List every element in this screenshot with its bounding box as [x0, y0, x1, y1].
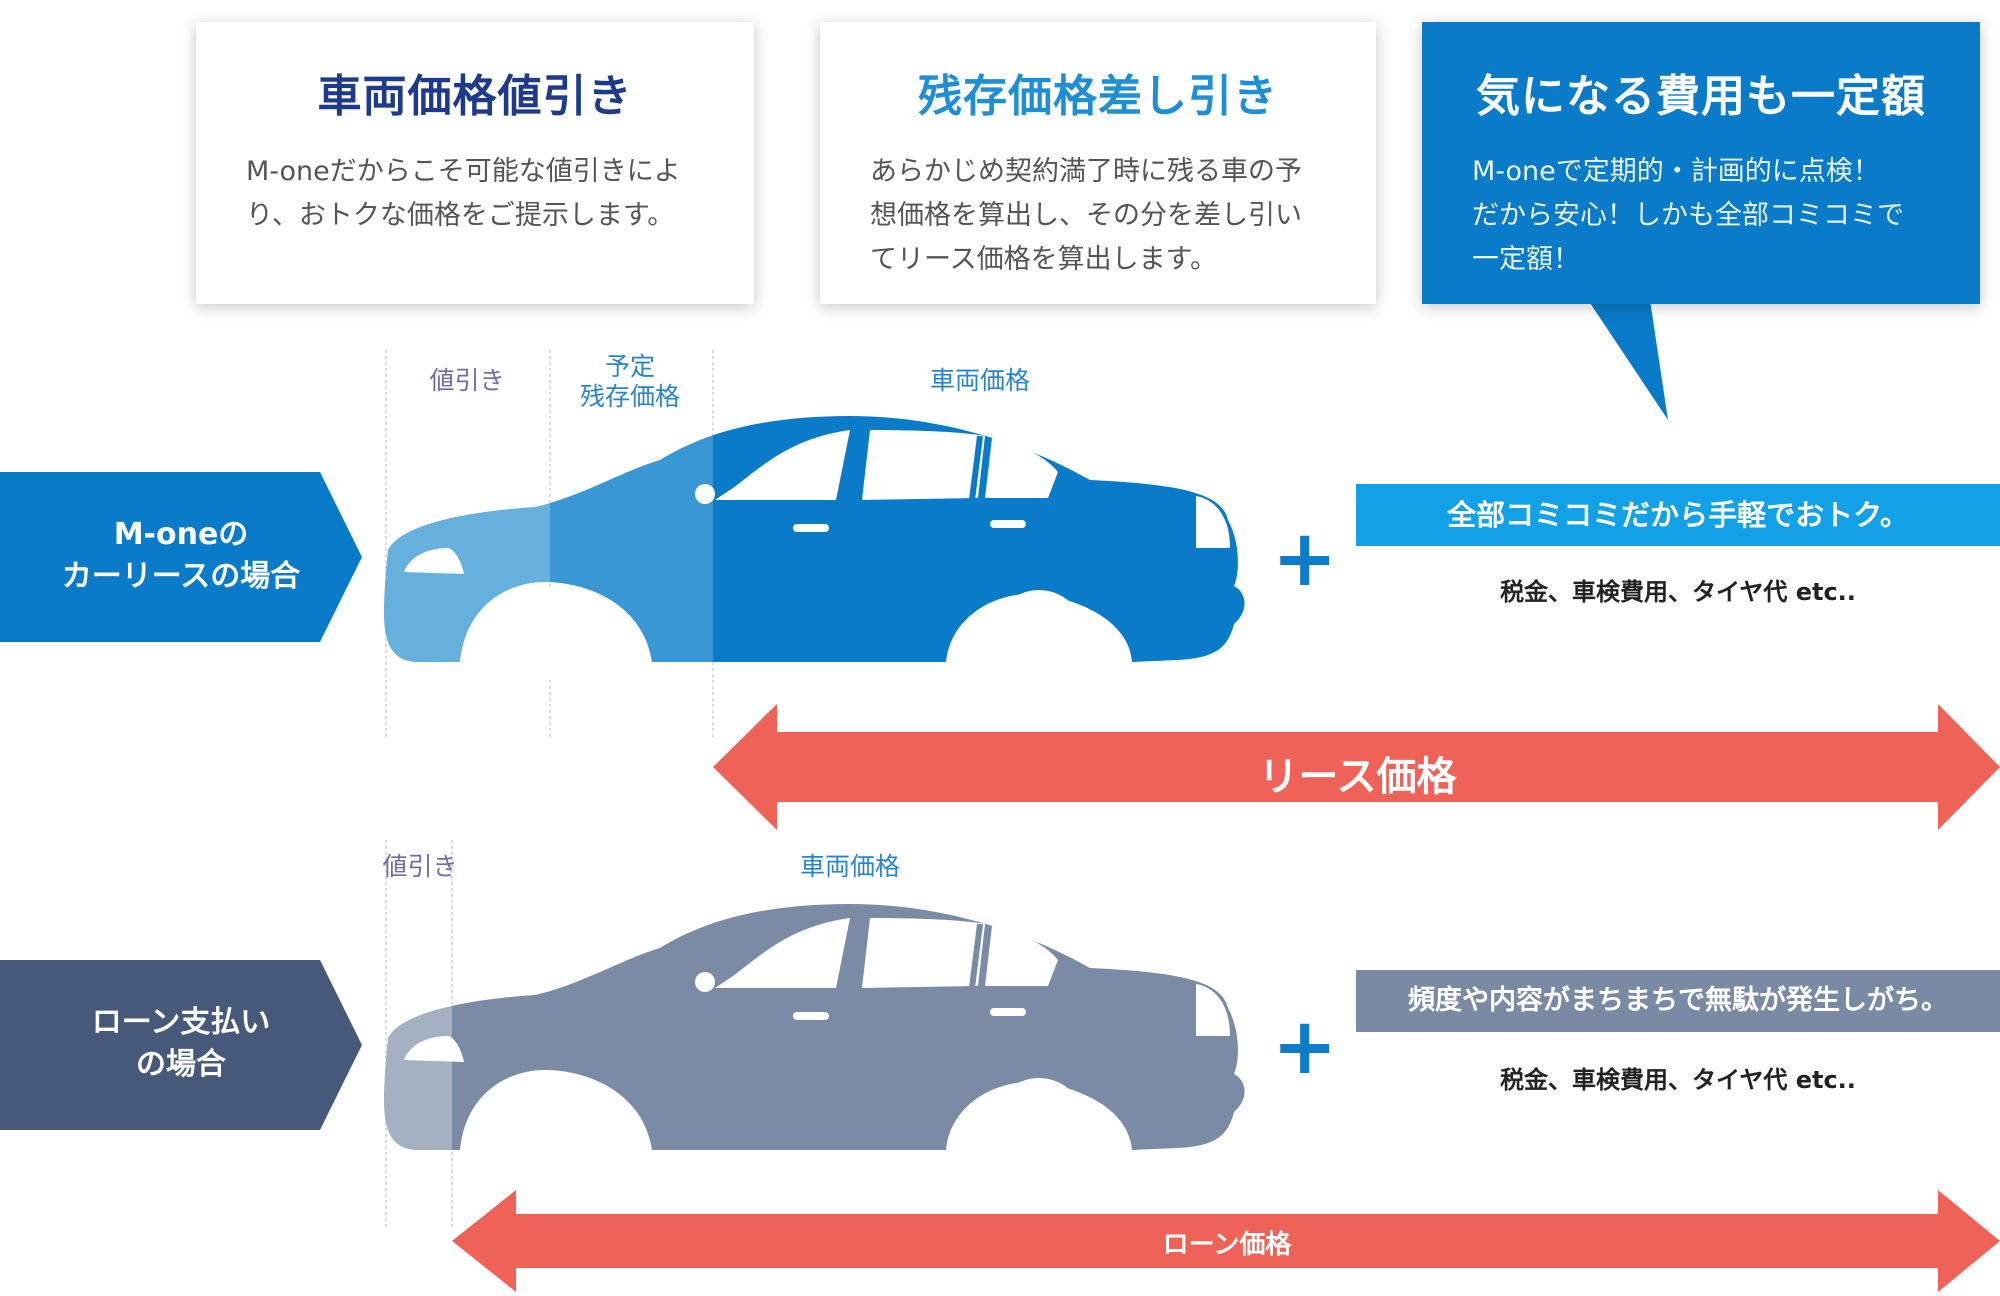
lease-chevron [0, 472, 362, 642]
lease-price-label: リース価格 [1258, 754, 1457, 800]
lease-residual-label-line: 残存価格 [579, 382, 680, 411]
discount-callout-line: M-oneだからこそ可能な値引きによ [246, 156, 681, 187]
fixed-cost-callout-title: 気になる費用も一定額 [1476, 71, 1926, 122]
residual-callout-line: てリース価格を算出します。 [870, 244, 1217, 275]
lease-costs-note: 税金、車検費用、タイヤ代 etc.. [1500, 578, 1856, 606]
lease-vehicle-label: 車両価格 [929, 366, 1030, 395]
discount-callout-text: M-oneだからこそ可能な値引きによ り、おトクな価格をご提示します。 [246, 150, 681, 238]
residual-callout-line: 想価格を算出し、その分を差し引い [870, 200, 1302, 231]
loan-case-label-line: ローン支払い [91, 1005, 271, 1040]
loan-price-arrow [452, 1190, 2000, 1292]
loan-case-label: ローン支払い の場合 [0, 1002, 362, 1086]
residual-callout-title: 残存価格差し引き [918, 71, 1278, 122]
loan-vehicle-label: 車両価格 [799, 852, 900, 881]
lease-case-label-line: M-oneの [113, 517, 249, 552]
fixed-cost-callout-line: M-oneで定期的・計画的に点検！ [1472, 156, 1880, 187]
fixed-cost-callout-text: M-oneで定期的・計画的に点検！ だから安心！しかも全部コミコミで 一定額！ [1472, 150, 1904, 282]
fixed-callout-tail [1588, 300, 1668, 420]
loan-case-label-line: の場合 [136, 1047, 226, 1082]
discount-callout-tail [192, 300, 450, 336]
lease-case-label: M-oneの カーリースの場合 [0, 514, 362, 598]
residual-callout-tail [700, 300, 1090, 370]
loan-discount-label: 値引き [382, 852, 458, 881]
lease-car-icon [384, 416, 1245, 682]
fixed-cost-callout-line: 一定額！ [1472, 244, 1580, 275]
discount-callout: 車両価格値引き M-oneだからこそ可能な値引きによ り、おトクな価格をご提示し… [196, 22, 754, 304]
discount-callout-line: り、おトクな価格をご提示します。 [246, 200, 675, 231]
lease-residual-label-line: 予定 [604, 352, 655, 381]
lease-price-arrow [713, 704, 2000, 830]
loan-chevron [0, 960, 362, 1130]
loan-plus-sign: + [1272, 1002, 1338, 1092]
loan-car-icon [384, 904, 1245, 1170]
loan-price-label: ローン価格 [1162, 1230, 1292, 1260]
discount-callout-title: 車両価格値引き [317, 71, 633, 122]
residual-callout: 残存価格差し引き あらかじめ契約満了時に残る車の予 想価格を算出し、その分を差し… [820, 22, 1376, 304]
lease-case-label-line: カーリースの場合 [61, 559, 301, 594]
lease-plus-sign: + [1272, 514, 1338, 604]
loan-costs-note: 税金、車検費用、タイヤ代 etc.. [1500, 1066, 1856, 1094]
lease-discount-label: 値引き [429, 366, 505, 395]
residual-callout-text: あらかじめ契約満了時に残る車の予 想価格を算出し、その分を差し引い てリース価格… [870, 150, 1302, 282]
fixed-cost-callout: 気になる費用も一定額 M-oneで定期的・計画的に点検！ だから安心！しかも全部… [1422, 22, 1980, 304]
loan-benefit-bar: 頻度や内容がまちまちで無駄が発生しがち。 [1356, 970, 2000, 1032]
lease-residual-label: 予定 残存価格 [560, 352, 700, 412]
lease-benefit-bar: 全部コミコミだから手軽でおトク。 [1356, 484, 2000, 546]
fixed-cost-callout-line: だから安心！しかも全部コミコミで [1472, 200, 1904, 231]
residual-callout-line: あらかじめ契約満了時に残る車の予 [870, 156, 1302, 187]
